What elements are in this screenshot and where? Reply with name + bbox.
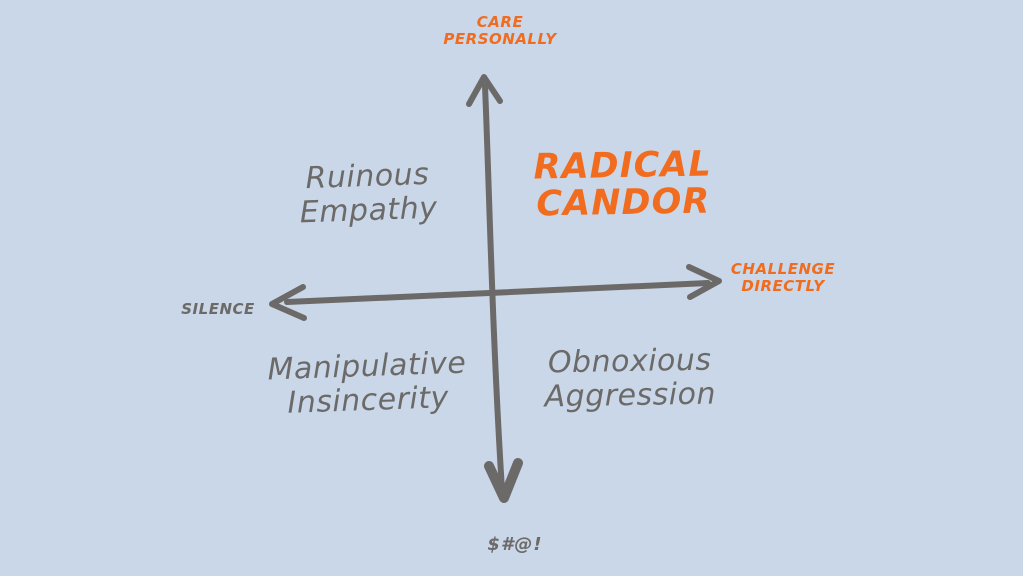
- quadrant-label-line2: Insincerity: [286, 379, 450, 421]
- left-arrow-icon: [269, 284, 307, 321]
- quadrant-bottom-left-manipulative-insincerity: Manipulative Insincerity: [249, 346, 486, 421]
- axis-label-challenge-line1: CHALLENGE: [730, 260, 836, 278]
- up-arrow-icon: [466, 74, 503, 107]
- quadrant-bottom-right-obnoxious-aggression: Obnoxious Aggression: [519, 342, 740, 415]
- axis-label-challenge-line2: DIRECTLY: [741, 277, 825, 296]
- quadrant-label-line2: Empathy: [299, 190, 438, 230]
- vertical-axis-line: [482, 83, 505, 493]
- quadrant-label-line1: Obnoxious: [547, 342, 712, 381]
- axis-label-challenge-directly: CHALLENGE DIRECTLY: [728, 260, 838, 296]
- axis-label-silence: SILENCE: [168, 300, 268, 318]
- axis-label-silence-text: SILENCE: [181, 300, 255, 318]
- down-arrow-icon: [484, 458, 523, 503]
- quadrant-title-line2: CANDOR: [536, 181, 711, 225]
- horizontal-axis-line: [284, 280, 711, 305]
- axis-label-swear-text: $#@!: [487, 534, 543, 555]
- axis-label-swear: $#@!: [455, 534, 575, 555]
- quadrant-top-right-radical-candor: RADICAL CANDOR: [517, 144, 728, 225]
- axis-label-care-personally: CARE PERSONALLY: [420, 13, 580, 49]
- quadrant-label-line2: Aggression: [544, 376, 717, 415]
- quadrant-top-left-ruinous-empathy: Ruinous Empathy: [267, 157, 469, 231]
- axis-label-care-line1: CARE: [476, 13, 524, 31]
- axis-label-care-line2: PERSONALLY: [443, 30, 557, 49]
- right-arrow-icon: [686, 264, 722, 300]
